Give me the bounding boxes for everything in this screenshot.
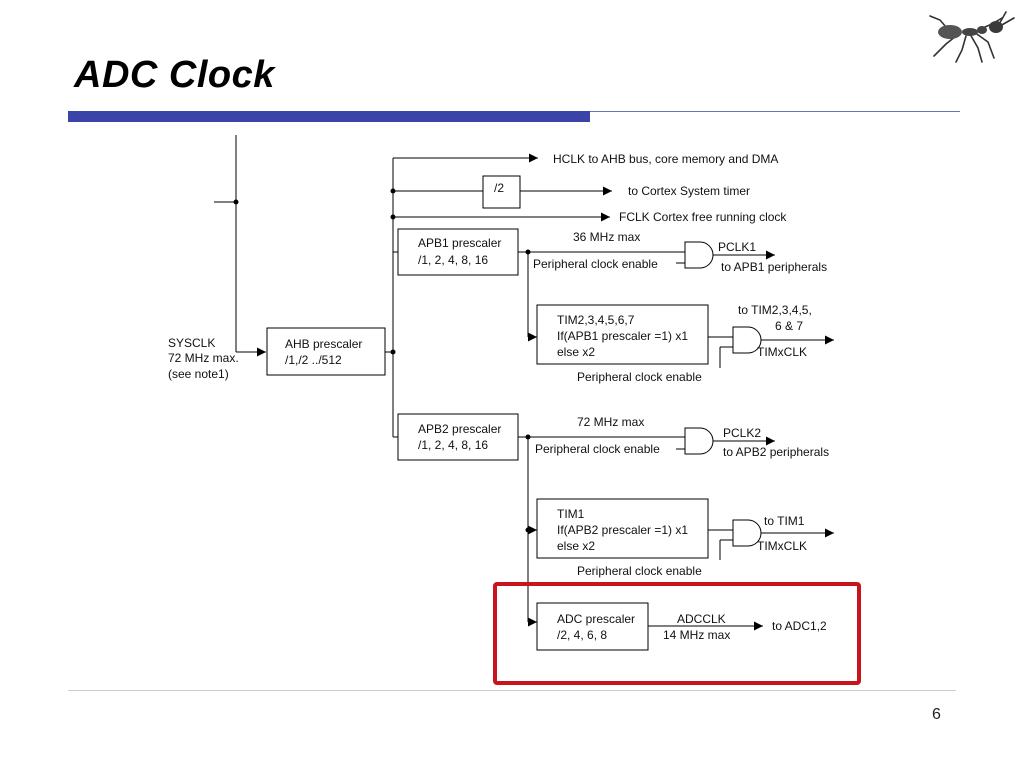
- apb2-prescaler-label: APB2 prescaler: [418, 422, 501, 436]
- ahb-prescaler-label: AHB prescaler: [285, 337, 362, 351]
- ahb-prescaler-values: /1,/2 ../512: [285, 353, 342, 367]
- tim1-multiplier-box: [536, 498, 709, 559]
- and-gate-pclk2: [684, 427, 714, 455]
- adc-prescaler-label: ADC prescaler: [557, 612, 635, 626]
- sysclk-note-label: (see note1): [168, 367, 229, 381]
- tim2-block-line1: TIM2,3,4,5,6,7: [557, 313, 635, 327]
- ant-icon: [929, 11, 1015, 63]
- and-gate-tim1: [732, 519, 762, 547]
- hclk-label: HCLK to AHB bus, core memory and DMA: [553, 152, 778, 166]
- slide-title: ADC Clock: [74, 54, 275, 96]
- apb1-peripherals-label: to APB1 peripherals: [721, 260, 827, 274]
- adcclk-max-label: 14 MHz max: [663, 628, 730, 642]
- adc-prescaler-values: /2, 4, 6, 8: [557, 628, 607, 642]
- page-number: 6: [932, 706, 941, 723]
- pclk1-label: PCLK1: [718, 240, 756, 254]
- adc-highlight-frame: [493, 582, 861, 685]
- tim2-target-line1: to TIM2,3,4,5,: [738, 303, 812, 317]
- tim1-block-line1: TIM1: [557, 507, 585, 521]
- tim2-block-line3: else x2: [557, 345, 595, 359]
- tim2-target-line2: 6 & 7: [775, 319, 803, 333]
- tim2-block-line2: If(APB1 prescaler =1) x1: [557, 329, 688, 343]
- fclk-label: FCLK Cortex free running clock: [619, 210, 787, 224]
- tim1-block-line2: If(APB2 prescaler =1) x1: [557, 523, 688, 537]
- apb1-prescaler-values: /1, 2, 4, 8, 16: [418, 253, 488, 267]
- tim2-periph-enable-label: Peripheral clock enable: [577, 370, 702, 384]
- apb2-peripherals-label: to APB2 peripherals: [723, 445, 829, 459]
- sysclk-label: SYSCLK: [168, 336, 215, 350]
- sysclk-max-label: 72 MHz max.: [168, 351, 239, 365]
- timxclk-label-2: TIMxCLK: [757, 539, 807, 553]
- adc-target-label: to ADC1,2: [772, 619, 827, 633]
- div2-label: /2: [494, 181, 504, 195]
- apb1-max-label: 36 MHz max: [573, 230, 640, 244]
- adcclk-label: ADCCLK: [677, 612, 726, 626]
- ahb-prescaler-box: [266, 327, 386, 376]
- timxclk-label-1: TIMxCLK: [757, 345, 807, 359]
- footer-divider: [68, 690, 956, 691]
- apb1-prescaler-label: APB1 prescaler: [418, 236, 501, 250]
- apb2-prescaler-box: [397, 413, 519, 461]
- apb1-periph-enable-label: Peripheral clock enable: [533, 257, 658, 271]
- tim1-target-label: to TIM1: [764, 514, 805, 528]
- apb2-periph-enable-label: Peripheral clock enable: [535, 442, 660, 456]
- adc-prescaler-box: [536, 602, 649, 651]
- apb2-prescaler-values: /1, 2, 4, 8, 16: [418, 438, 488, 452]
- tim1-periph-enable-label: Peripheral clock enable: [577, 564, 702, 578]
- and-gate-tim2: [732, 326, 762, 354]
- title-underline-bar: [68, 111, 590, 122]
- tim1-block-line3: else x2: [557, 539, 595, 553]
- apb2-max-label: 72 MHz max: [577, 415, 644, 429]
- tim2-multiplier-box: [536, 304, 709, 365]
- div2-box: [482, 175, 521, 209]
- and-gate-pclk1: [684, 241, 714, 269]
- cortex-timer-label: to Cortex System timer: [628, 184, 750, 198]
- pclk2-label: PCLK2: [723, 426, 761, 440]
- title-underline-thin: [590, 111, 960, 112]
